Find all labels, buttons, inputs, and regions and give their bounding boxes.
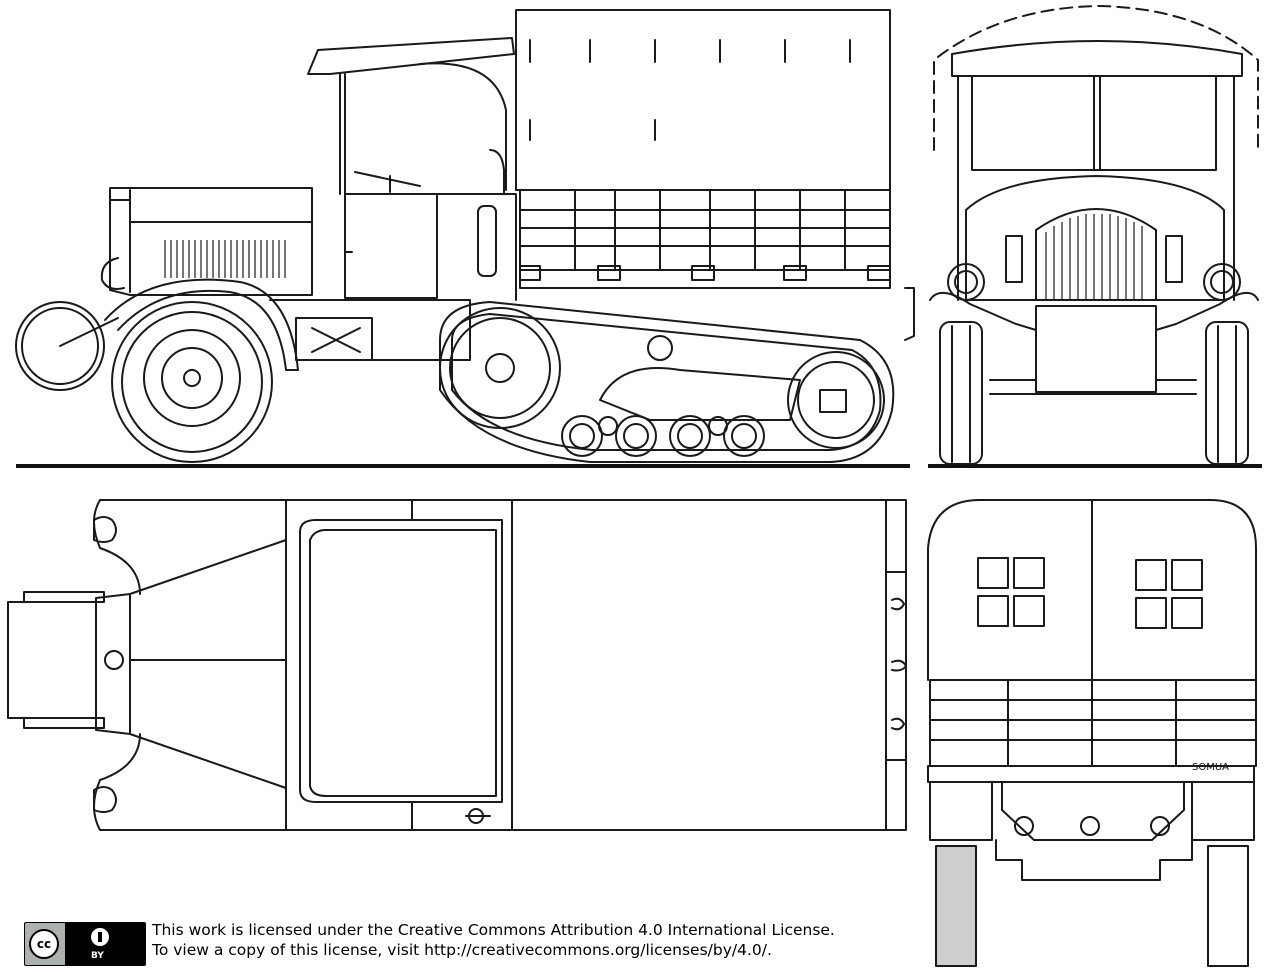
rear-hitch-plate (1001, 781, 1185, 841)
rear-tailgate-slats (929, 679, 1257, 767)
top-front-roller (7, 601, 97, 719)
side-road-wheels (561, 415, 765, 457)
front-fender-right (1155, 292, 1259, 331)
maker-mark: SOMUA (1192, 762, 1229, 773)
rear-track-right (1207, 845, 1249, 967)
side-cab-frame (339, 62, 507, 195)
side-view (15, 9, 915, 468)
top-fender-right (93, 733, 287, 831)
top-side-hooks (891, 597, 907, 731)
attribution-person-icon (89, 926, 111, 948)
top-cab (285, 499, 513, 831)
side-cover-straps (529, 39, 851, 141)
side-idler-wheel (787, 351, 885, 449)
front-view (928, 5, 1262, 468)
side-plate (295, 317, 373, 361)
side-front-tyre (111, 301, 273, 463)
side-headlamp (100, 257, 125, 290)
rear-mudguard-left (929, 781, 993, 841)
top-hood (95, 539, 287, 789)
front-radiator-bars (1045, 214, 1143, 300)
top-fender-left (93, 499, 287, 595)
front-radiator-cowl (965, 175, 1225, 301)
side-hood-louvres (164, 240, 286, 278)
front-bumper-plate (1035, 305, 1157, 393)
side-hood (109, 187, 313, 296)
front-tyre-left (939, 321, 983, 465)
rear-view: SOMUA (927, 499, 1257, 967)
license-line-1: This work is licensed under the Creative… (152, 921, 835, 939)
top-cab-roof (299, 519, 503, 803)
side-track (439, 301, 895, 463)
front-canvas-outline (933, 5, 1259, 151)
front-headlamp-right (1203, 263, 1241, 301)
rear-mudguard-right (1191, 781, 1255, 841)
cc-by-badge[interactable]: cc BY (24, 922, 146, 966)
rear-window-right (1135, 559, 1203, 629)
side-cab-door (344, 193, 438, 299)
front-headlamp-left (947, 263, 985, 301)
side-fire-extinguisher (477, 205, 497, 277)
license-block: cc BY This work is licensed under the Cr… (24, 920, 924, 966)
front-cab-roof (951, 40, 1243, 77)
by-label: BY (91, 951, 104, 961)
side-canvas-cover (515, 9, 891, 191)
front-radiator (1035, 208, 1157, 301)
rear-window-left (977, 557, 1045, 627)
side-drive-sprocket (439, 307, 561, 429)
rear-track-left (935, 845, 977, 967)
side-bogie-arm (599, 367, 801, 421)
rear-canvas-cover (927, 499, 1257, 681)
license-line-2[interactable]: To view a copy of this license, visit ht… (152, 941, 772, 959)
top-view (7, 499, 907, 831)
side-cargo-slats (519, 189, 891, 271)
side-cab-roof (307, 37, 515, 75)
cc-icon: cc (29, 929, 59, 959)
top-cargo-area (511, 499, 907, 831)
side-front-roller (15, 301, 105, 391)
side-front-fender (104, 278, 299, 371)
front-fender-left (929, 292, 1037, 331)
front-tyre-right (1205, 321, 1249, 465)
license-text: This work is licensed under the Creative… (152, 920, 835, 960)
